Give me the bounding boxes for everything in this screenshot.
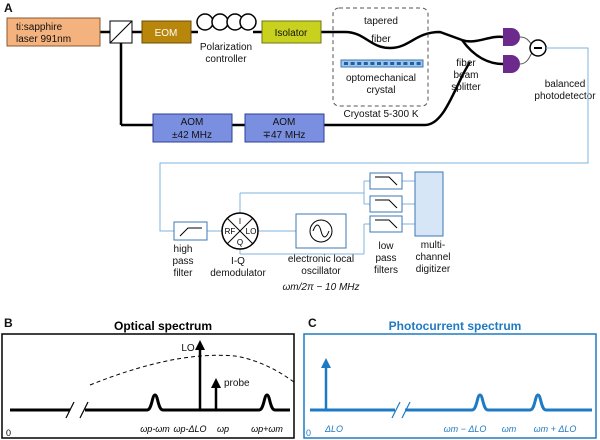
aom2-label-line2: ∓47 MHz	[263, 130, 306, 141]
probe-label: probe	[224, 378, 250, 389]
crystal-hole	[377, 62, 381, 65]
photocurrent-title: Photocurrent spectrum	[389, 319, 522, 333]
crystal-label-line1: optomechanical	[346, 73, 416, 84]
crystal-hole	[344, 62, 348, 65]
optical-title: Optical spectrum	[114, 319, 212, 333]
high-pass-filter-icon	[173, 221, 208, 241]
crystal-hole	[390, 62, 395, 65]
eom-label: EOM	[155, 28, 178, 39]
digitizer-box	[414, 171, 444, 237]
detector-label-line2: photodetector	[534, 91, 596, 102]
beam-splitter-cube-icon	[109, 20, 133, 44]
photocurrent-tick-3: ωm	[502, 424, 517, 434]
beam-splitter-label-line1: fiber	[456, 58, 476, 69]
local-osc-label-line1: electronic local	[288, 254, 354, 265]
subtractor-icon	[529, 39, 547, 57]
polarization-paddles-icon	[196, 13, 257, 31]
crystal-hole	[370, 62, 375, 65]
probe-arrow-icon	[211, 378, 221, 410]
optical-panel-frame	[1, 333, 295, 439]
crystal-hole	[363, 62, 368, 65]
photocurrent-spectrum-trace	[310, 393, 592, 412]
crystal-hole	[396, 62, 401, 65]
optical-tick-2: ωp-ΔLO	[173, 424, 206, 434]
low-pass-filter-icons	[369, 172, 403, 233]
iq-port-lo: LO	[246, 227, 257, 236]
photocurrent-tick-1: ΔLO	[324, 424, 343, 434]
polarization-label-line1: Polarization	[200, 42, 252, 53]
optical-tick-1: ωp-ωm	[140, 424, 170, 434]
digitizer-label-line3: digitizer	[416, 264, 451, 275]
low-pass-label-line2: pass	[375, 253, 396, 264]
high-pass-label-line1: high	[174, 244, 193, 255]
panel-a-label: A	[4, 1, 13, 15]
iq-port-i: I	[239, 217, 241, 226]
crystal-hole	[383, 62, 388, 65]
polarization-label-line2: controller	[205, 54, 247, 65]
low-pass-label-line1: low	[378, 241, 394, 252]
aom1-label-line2: ±42 MHz	[172, 130, 212, 141]
photodiode-icon	[503, 28, 533, 73]
isolator-label: Isolator	[275, 28, 308, 39]
laser-label-line1: ti:sapphire	[16, 22, 63, 33]
crystal-hole	[403, 62, 408, 65]
lo-label: LO	[181, 343, 195, 354]
iq-label-line1: I-Q	[231, 256, 245, 267]
crystal-hole	[410, 62, 414, 65]
laser-box	[6, 17, 101, 47]
crystal-hole	[357, 62, 362, 65]
laser-label-line2: laser 991nm	[16, 34, 71, 45]
tapered-fiber-line2: fiber	[371, 34, 391, 45]
optical-tick-4: ωp+ωm	[251, 424, 283, 434]
iq-port-rf: RF	[225, 227, 236, 236]
aom1-label-line1: AOM	[181, 117, 204, 128]
optical-tick-3: ωp	[217, 424, 229, 434]
optical-fiber-paths	[100, 30, 504, 127]
aom2-label-line1: AOM	[273, 117, 296, 128]
eom-box	[141, 20, 192, 44]
digitizer-label-line2: channel	[415, 252, 450, 263]
detector-label-line1: balanced	[545, 79, 586, 90]
high-pass-label-line3: filter	[174, 268, 194, 279]
delta-lo-arrow-icon	[321, 358, 331, 410]
electrical-wiring	[159, 47, 589, 255]
photocurrent-tick-4: ωm + ΔLO	[534, 424, 577, 434]
photocurrent-axis-zero: 0	[306, 428, 311, 438]
low-pass-label-line3: filters	[374, 265, 398, 276]
iq-port-q: Q	[237, 238, 243, 247]
high-pass-label-line2: pass	[172, 256, 193, 267]
panel-b-label: B	[4, 316, 13, 330]
optical-axis-break-icon	[65, 401, 89, 419]
cryostat-label: Cryostat 5-300 K	[343, 109, 418, 120]
crystal-label-line2: crystal	[367, 85, 396, 96]
tapered-fiber-line1: tapered	[364, 16, 398, 27]
aom1-box	[152, 113, 233, 143]
local-oscillator-icon	[295, 213, 347, 249]
photocurrent-tick-2: ωm − ΔLO	[444, 424, 487, 434]
beam-splitter-label-line3: splitter	[451, 82, 481, 93]
panel-c-label: C	[308, 316, 317, 330]
crystal-hole	[350, 62, 355, 65]
isolator-box	[261, 20, 322, 44]
photocurrent-panel-frame	[303, 333, 597, 439]
local-osc-label-line2: oscillator	[301, 266, 341, 277]
optical-axis-zero: 0	[6, 428, 11, 438]
local-osc-frequency: ωm/2π − 10 MHz	[282, 282, 359, 293]
beam-splitter-label-line2: beam	[453, 70, 478, 81]
optical-spectrum-trace	[10, 393, 290, 412]
optical-envelope	[89, 354, 295, 386]
aom2-box	[244, 113, 325, 143]
photocurrent-axis-break-icon	[391, 401, 411, 419]
iq-mixer-icon	[221, 212, 259, 250]
cryostat-enclosure	[332, 7, 429, 107]
iq-label-line2: demodulator	[210, 268, 266, 279]
crystal-hole	[416, 62, 421, 65]
digitizer-label-line1: multi-	[421, 240, 445, 251]
optomechanical-crystal-icon	[340, 59, 424, 68]
lo-arrow-icon	[195, 340, 205, 410]
